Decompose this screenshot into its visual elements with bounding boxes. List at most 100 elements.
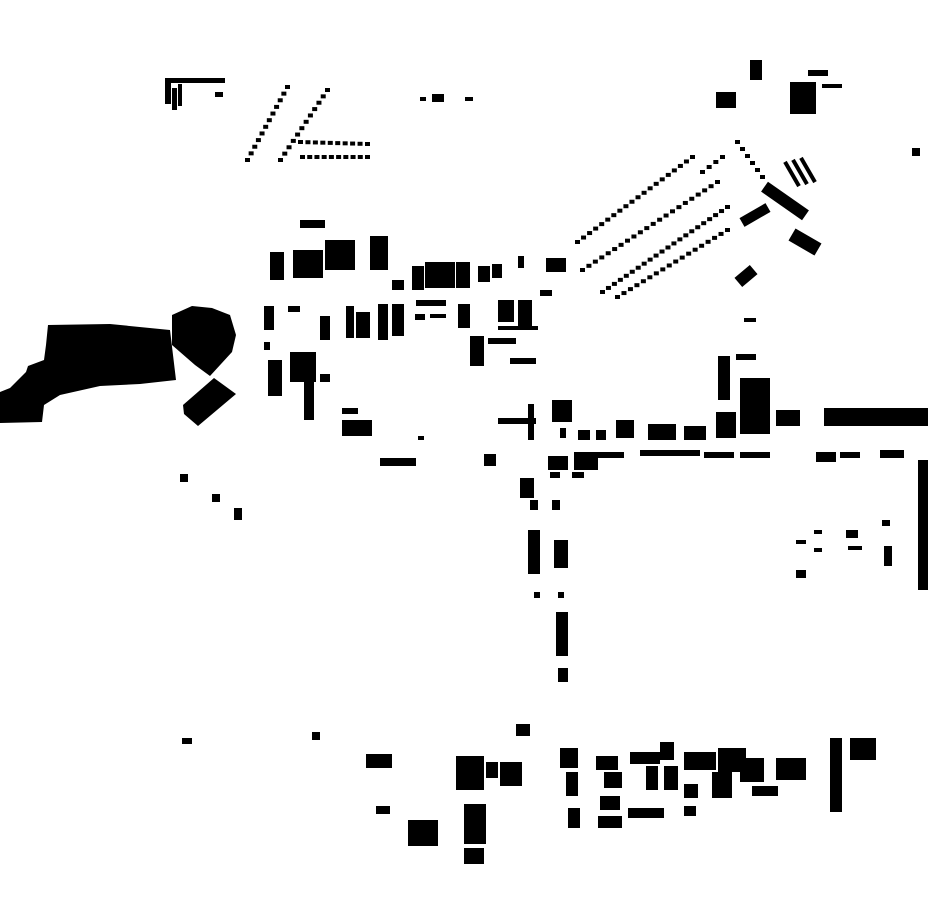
- building-footprint: [540, 290, 552, 296]
- house-footprint: [298, 140, 303, 144]
- house-footprint: [725, 228, 730, 232]
- building-footprint: [370, 236, 388, 270]
- building-footprint: [560, 748, 578, 768]
- house-footprint: [327, 140, 333, 145]
- building-footprint: [640, 450, 700, 456]
- house-footprint: [320, 94, 326, 99]
- building-footprint: [516, 724, 530, 736]
- house-footprint: [641, 190, 647, 195]
- house-footprint: [586, 263, 592, 268]
- house-footprint: [671, 241, 677, 246]
- building-footprint: [492, 264, 502, 278]
- building-footprint: [180, 474, 188, 482]
- building-footprint: [814, 530, 822, 534]
- building-footprint: [716, 412, 736, 438]
- building-footprint: [684, 426, 706, 440]
- house-footprint: [683, 233, 689, 238]
- house-footprint: [659, 177, 665, 182]
- building-footprint: [465, 97, 473, 101]
- house-footprint: [611, 213, 617, 218]
- house-footprint: [314, 155, 320, 159]
- house-footprint: [617, 277, 623, 282]
- building-footprint: [342, 420, 372, 436]
- house-footprint: [305, 140, 311, 145]
- house-footprint: [705, 239, 711, 244]
- building-footprint: [392, 304, 404, 336]
- building-footprint: [604, 772, 622, 788]
- house-footprint: [679, 255, 685, 260]
- house-footprint: [580, 268, 585, 272]
- building-footprint: [796, 570, 806, 578]
- building-footprint: [572, 472, 584, 478]
- house-footprint: [312, 140, 318, 145]
- house-footprint: [700, 170, 705, 174]
- building-footprint: [464, 804, 486, 844]
- house-footprint: [659, 249, 665, 254]
- house-footprint: [615, 295, 620, 299]
- building-footprint: [596, 756, 618, 770]
- house-footprint: [627, 287, 633, 292]
- building-footprint: [528, 404, 534, 440]
- house-footprint: [708, 184, 714, 189]
- building-footprint: [530, 500, 538, 510]
- house-footprint: [320, 140, 326, 145]
- building-footprint: [178, 84, 182, 106]
- building-footprint: [498, 418, 536, 424]
- house-footprint: [600, 290, 605, 294]
- house-footprint: [647, 275, 653, 280]
- house-footprint: [689, 229, 695, 234]
- house-footprint: [634, 283, 640, 288]
- building-footprint: [534, 592, 540, 598]
- building-footprint: [215, 92, 223, 97]
- house-footprint: [605, 251, 611, 256]
- building-footprint: [628, 808, 664, 818]
- building-footprint: [212, 494, 220, 502]
- house-footprint: [245, 158, 250, 162]
- house-footprint: [689, 196, 695, 201]
- house-footprint: [617, 208, 623, 213]
- building-footprint: [846, 530, 858, 538]
- house-footprint: [695, 192, 701, 197]
- house-footprint: [599, 255, 605, 260]
- building-footprint: [518, 300, 532, 326]
- building-footprint: [380, 458, 416, 466]
- house-footprint: [350, 141, 356, 146]
- building-footprint: [664, 766, 678, 790]
- building-footprint: [646, 766, 658, 790]
- house-footprint: [713, 213, 719, 218]
- building-footprint: [568, 808, 580, 828]
- house-footprint: [285, 85, 290, 89]
- house-footprint: [343, 155, 349, 159]
- house-footprint: [365, 142, 370, 146]
- house-footprint: [274, 104, 280, 109]
- house-footprint: [755, 168, 760, 172]
- house-footprint: [702, 188, 708, 193]
- house-footprint: [282, 151, 288, 156]
- building-footprint: [616, 420, 634, 438]
- building-footprint: [378, 304, 388, 340]
- building-footprint: [498, 326, 538, 330]
- building-footprint: [574, 452, 598, 470]
- building-footprint: [796, 540, 806, 544]
- house-footprint: [650, 221, 656, 226]
- building-footprint: [808, 70, 828, 76]
- house-footprint: [665, 245, 671, 250]
- building-footprint: [912, 148, 920, 156]
- building-footprint: [546, 258, 566, 272]
- house-footprint: [707, 217, 713, 222]
- building-footprint: [598, 816, 622, 828]
- building-footprint: [520, 478, 534, 498]
- buildings-layer: [0, 306, 236, 426]
- building-footprint: [799, 156, 817, 184]
- building-footprint: [750, 60, 762, 80]
- building-footprint: [415, 314, 425, 320]
- house-footprint: [335, 141, 341, 146]
- house-footprint: [750, 161, 755, 165]
- house-footprint: [635, 195, 641, 200]
- small-buildings-layer: [165, 60, 928, 864]
- building-footprint: [430, 314, 446, 318]
- building-footprint: [478, 266, 490, 282]
- building-footprint: [558, 668, 568, 682]
- house-footprint: [325, 88, 330, 92]
- building-footprint: [548, 456, 568, 470]
